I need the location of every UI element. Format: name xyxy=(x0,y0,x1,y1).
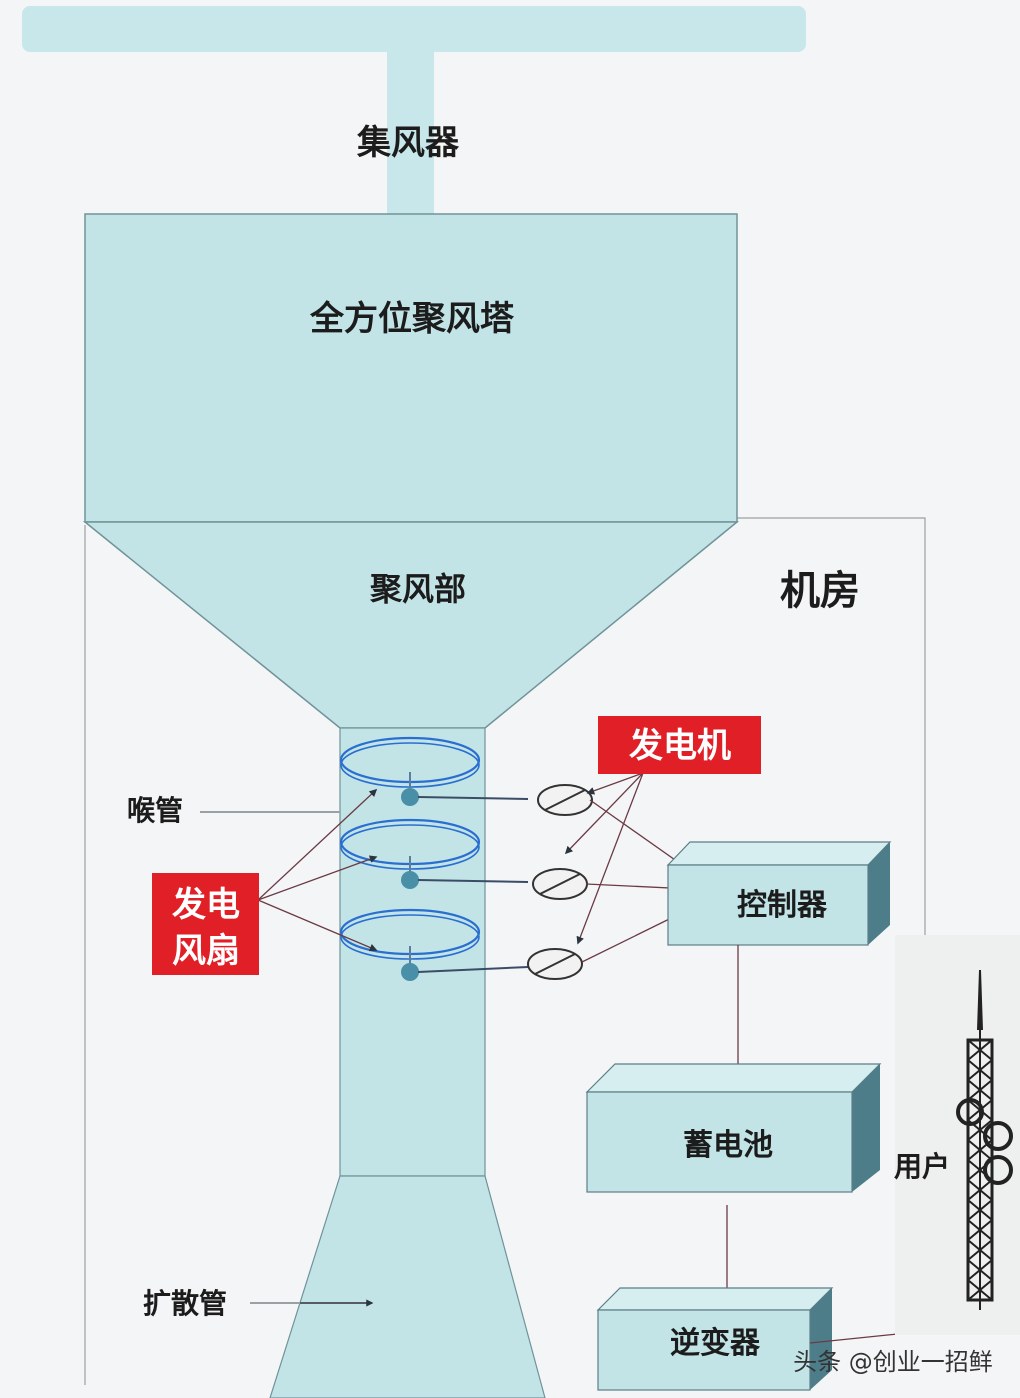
battery-label: 蓄电池 xyxy=(683,1128,773,1163)
inverter-label: 逆变器 xyxy=(670,1326,761,1361)
collector-label: 集风器 xyxy=(356,123,460,163)
drive-shafts xyxy=(417,796,529,973)
user-tower-icon xyxy=(895,935,1020,1335)
fan-label-line2: 风扇 xyxy=(172,931,240,971)
generator-2 xyxy=(532,868,588,900)
diffuser-label: 扩散管 xyxy=(143,1287,227,1320)
fan-hubs xyxy=(401,772,419,981)
machine-room-label: 机房 xyxy=(780,568,860,614)
generator-leaders xyxy=(564,772,644,945)
generator-3 xyxy=(527,948,583,980)
battery-box xyxy=(585,1063,882,1193)
generator-label: 发电机 xyxy=(629,726,731,766)
tower-label: 全方位聚风塔 xyxy=(309,299,515,339)
tower-body xyxy=(84,213,738,523)
inverter-box xyxy=(596,1287,834,1391)
fan-leaders xyxy=(257,788,378,952)
generator-tag: 发电机 xyxy=(598,716,761,774)
generator-1 xyxy=(537,784,593,816)
diffuser-pipe xyxy=(269,1175,546,1398)
collector-bar xyxy=(22,6,806,52)
fan-tag: 发电 风扇 xyxy=(152,873,259,975)
concentrator-label: 聚风部 xyxy=(369,570,466,608)
throat-label: 喉管 xyxy=(127,794,183,827)
controller-label: 控制器 xyxy=(737,888,828,923)
controller-box xyxy=(666,841,892,946)
concentrator-funnel xyxy=(82,521,740,729)
fan-label-line1: 发电 xyxy=(172,885,240,925)
collector-stem xyxy=(387,50,434,215)
user-label: 用户 xyxy=(894,1150,950,1183)
watermark: 头条 @创业一招鲜 xyxy=(793,1348,993,1376)
machine-room-outline-right xyxy=(735,517,926,1040)
